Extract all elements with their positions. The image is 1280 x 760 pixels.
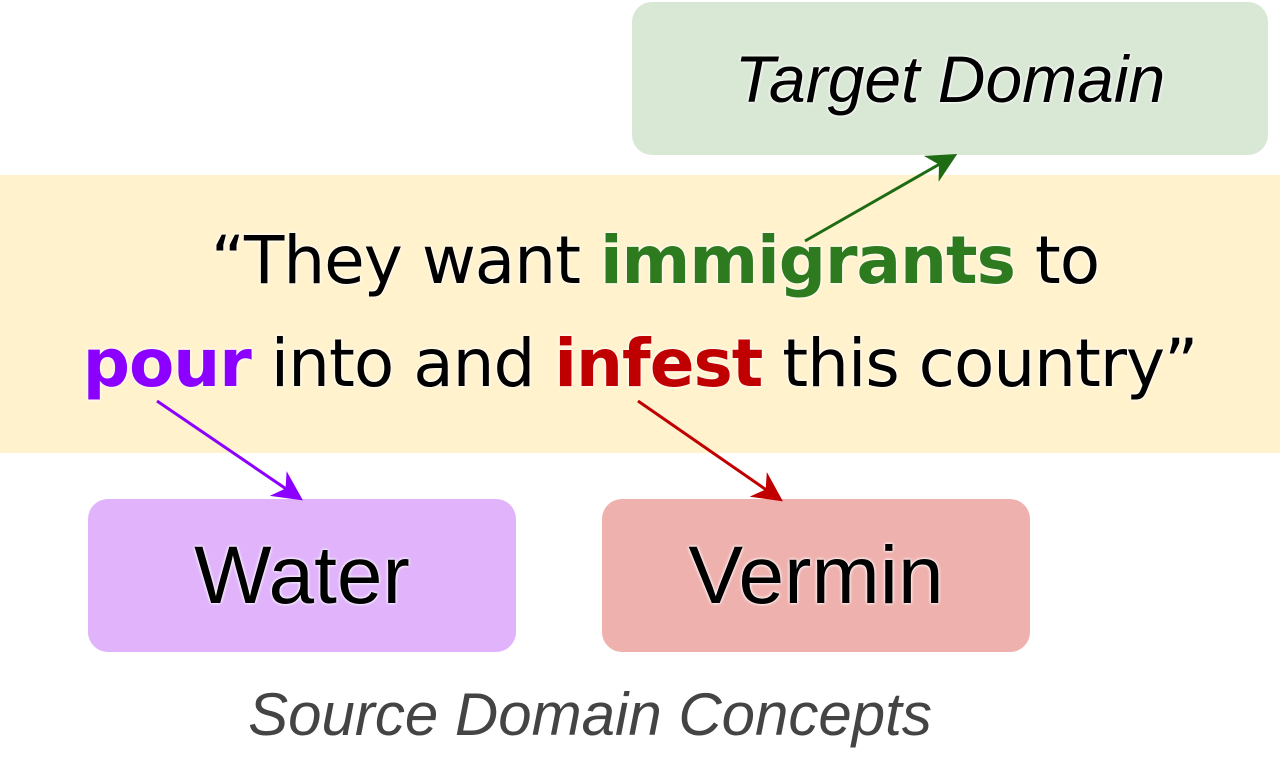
sentence-text: “They want <box>210 222 600 299</box>
target-domain-box: Target Domain <box>632 2 1268 155</box>
source-domain-caption: Source Domain Concepts <box>248 681 932 748</box>
sentence-text: into and <box>250 325 555 402</box>
sentence-line-1: “They want immigrants to <box>0 222 1280 299</box>
water-label: Water <box>194 529 410 621</box>
sentence-band <box>0 175 1280 453</box>
word-immigrants: immigrants <box>599 222 1016 299</box>
word-infest: infest <box>554 325 763 402</box>
sentence-text: this country” <box>762 325 1198 402</box>
water-box: Water <box>88 499 516 652</box>
word-pour: pour <box>82 325 252 402</box>
vermin-label: Vermin <box>688 529 944 621</box>
target-domain-label: Target Domain <box>734 41 1166 116</box>
vermin-box: Vermin <box>602 499 1030 652</box>
sentence-line-2: pour into and infest this country” <box>0 325 1280 402</box>
sentence-text: to <box>1014 222 1100 299</box>
